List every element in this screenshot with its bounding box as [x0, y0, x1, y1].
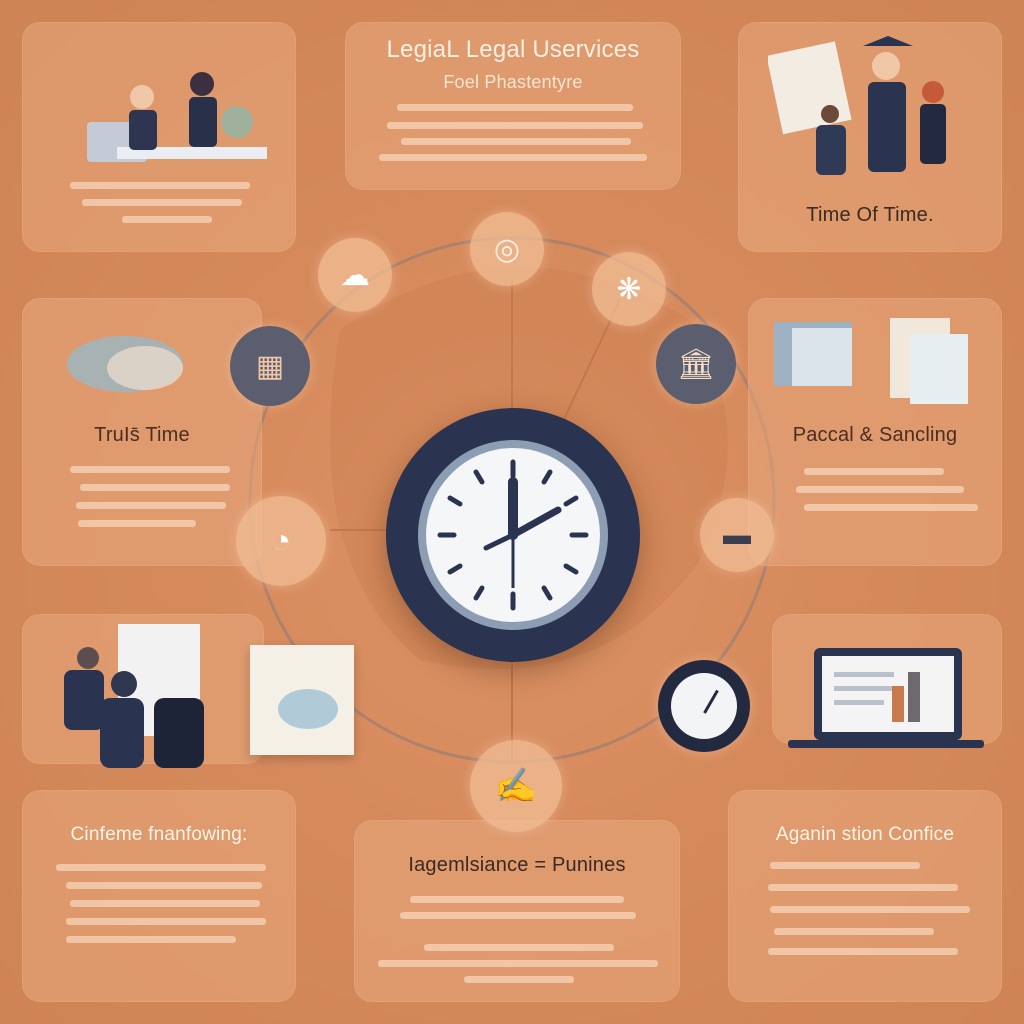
- compass-node[interactable]: ◎: [470, 212, 544, 286]
- card-top-left: [22, 22, 296, 252]
- card-mid-right: Paccal & Sancling: [748, 298, 1002, 566]
- seal-icon: ❋: [616, 272, 642, 306]
- stopwatch-icon: [671, 673, 737, 739]
- dial-icon: ◔: [270, 521, 292, 560]
- clock-face: [437, 459, 589, 611]
- cloud-icon: ☁: [340, 258, 370, 292]
- scale-icon: [67, 336, 183, 392]
- card-bottom-left: Cinfeme fnanfowing:: [22, 790, 296, 1002]
- stopwatch-node[interactable]: [658, 660, 750, 752]
- card-top-right: Time Of Time.: [738, 22, 1002, 252]
- card-bottom-center: Iagemlsiance = Punines: [354, 820, 680, 1002]
- courthouse-icon: 🏛: [676, 347, 716, 381]
- card-team-panel: [22, 614, 264, 768]
- team-illustration: [64, 624, 204, 768]
- time-caption: Time Of Time.: [806, 204, 934, 226]
- compass-icon: ◎: [493, 232, 521, 266]
- archive-icon: ▦: [255, 349, 285, 383]
- handshake-node[interactable]: ✍: [470, 740, 562, 832]
- lawyers-group-illustration: [768, 36, 946, 175]
- cloud-node[interactable]: ☁: [318, 238, 392, 312]
- card-mid-left: TruIs̄ Time: [22, 298, 262, 566]
- documents-icon: [774, 318, 968, 404]
- section-title-paccal-sancling: Paccal & Sancling: [792, 424, 958, 446]
- dial-node[interactable]: ◔: [236, 496, 326, 586]
- courthouse-node[interactable]: 🏛: [656, 324, 736, 404]
- handshake-icon: ✍: [494, 767, 538, 805]
- laptop-icon: [788, 648, 984, 748]
- section-title-trust-time: TruIs̄ Time: [94, 424, 190, 446]
- card-header: LegiaL Legal Uservices Foel Phastentyre: [345, 22, 681, 190]
- section-title-iagemlsiance: Iagemlsiance = Punines: [408, 854, 626, 876]
- section-title-aganin: Aganin stion Confice: [775, 824, 955, 845]
- section-title-cinfeme: Cinfeme fnanfowing:: [70, 824, 248, 845]
- seal-node[interactable]: ❋: [592, 252, 666, 326]
- archive-node[interactable]: ▦: [230, 326, 310, 406]
- folder-icon: ▬: [723, 519, 751, 550]
- map-card: [250, 645, 354, 755]
- page-title: LegiaL Legal Uservices: [386, 36, 640, 63]
- folder-node[interactable]: ▬: [700, 498, 774, 572]
- card-bottom-right: Aganin stion Confice: [728, 790, 1002, 1002]
- page-subtitle: Foel Phastentyre: [443, 72, 583, 92]
- clock-icon: [386, 408, 640, 662]
- people-meeting-illustration: [87, 72, 267, 162]
